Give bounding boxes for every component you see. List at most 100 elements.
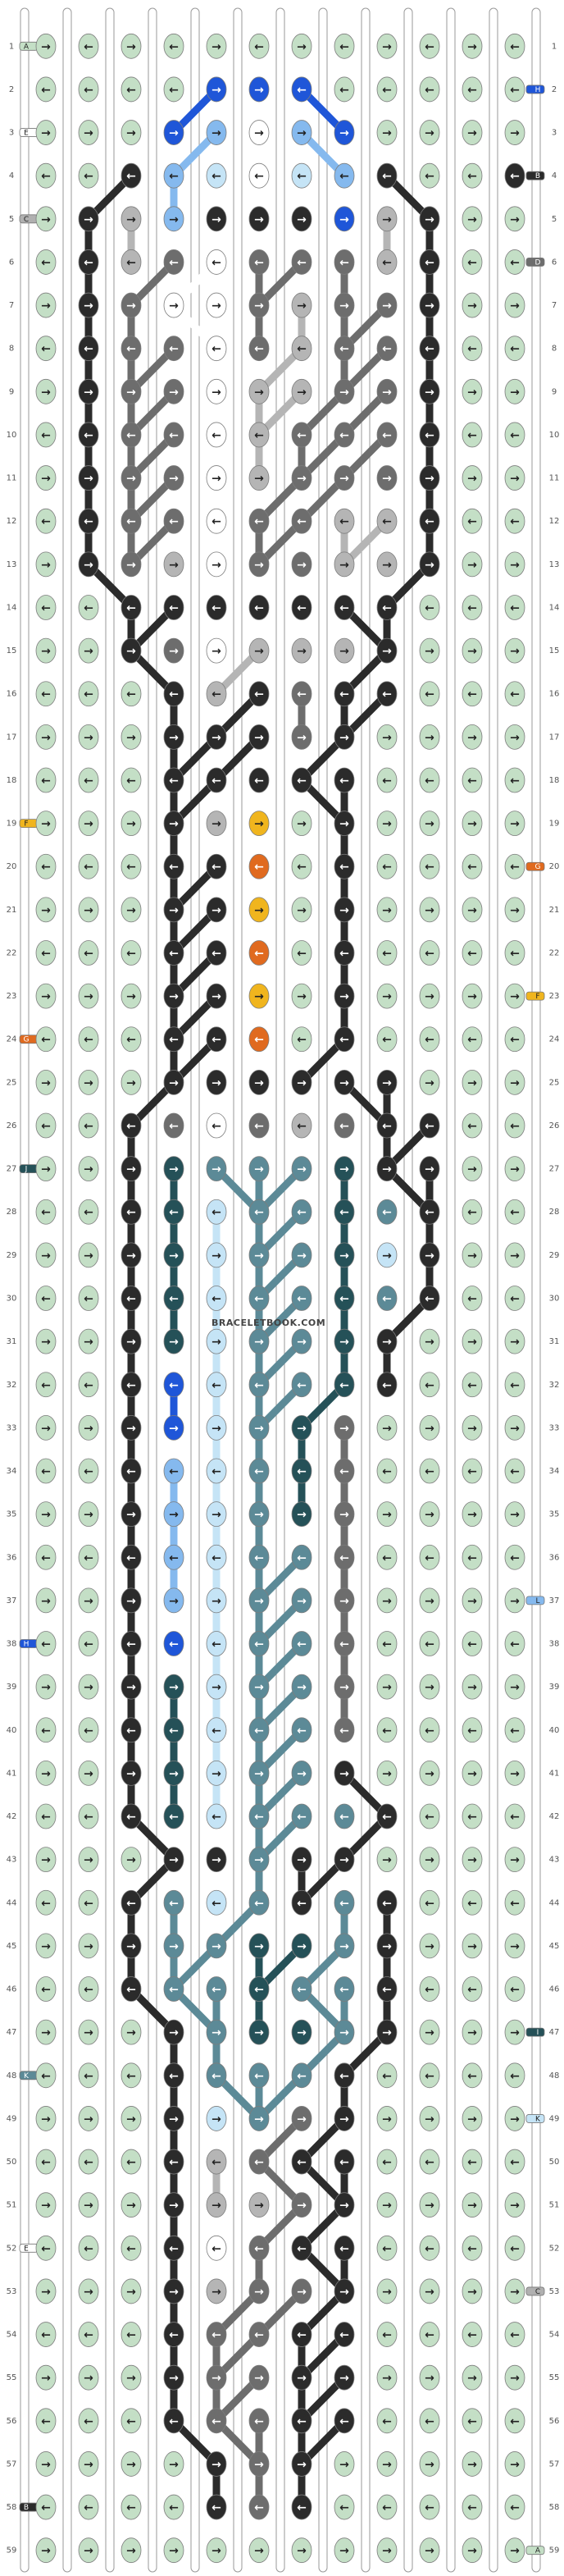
arrow-left-icon: ←	[467, 2070, 477, 2083]
knot: →	[163, 1328, 184, 1354]
arrow-left-icon: ←	[297, 1724, 307, 1738]
arrow-right-icon: →	[510, 2372, 520, 2385]
knot: ←	[248, 2235, 270, 2261]
knot: →	[334, 1414, 355, 1441]
arrow-left-icon: ←	[126, 688, 136, 701]
arrow-right-icon: →	[425, 1681, 434, 1694]
arrow-left-icon: ←	[467, 1811, 477, 1824]
arrow-right-icon: →	[84, 1076, 93, 1089]
knot: ←	[248, 508, 270, 534]
arrow-left-icon: ←	[382, 1551, 392, 1564]
knot: ←	[334, 2062, 355, 2089]
row-number-left: 11	[7, 474, 17, 483]
knot: ←	[78, 508, 99, 534]
knot: ←	[334, 76, 355, 103]
arrow-right-icon: →	[84, 1163, 93, 1176]
knot-oval	[419, 1501, 440, 1528]
arrow-left-icon: ←	[254, 2242, 264, 2255]
arrow-right-icon: →	[212, 1422, 221, 1435]
arrow-right-icon: →	[169, 1940, 179, 1953]
knot: →	[504, 983, 525, 1009]
knot: →	[121, 2537, 142, 2564]
arrow-right-icon: →	[212, 818, 221, 831]
knot: →	[504, 1847, 525, 1873]
knot: →	[78, 1674, 99, 1700]
arrow-right-icon: →	[254, 1854, 264, 1867]
arrow-left-icon: ←	[297, 1120, 307, 1133]
arrow-left-icon: ←	[297, 1811, 307, 1824]
knot-oval	[248, 1414, 270, 1441]
svg-text:L: L	[535, 1597, 539, 1605]
arrow-right-icon: →	[467, 645, 477, 658]
arrow-left-icon: ←	[212, 2415, 221, 2428]
knot-oval	[206, 1544, 227, 1570]
arrow-left-icon: ←	[339, 947, 349, 960]
knot-oval	[291, 1069, 312, 1095]
knot: →	[376, 120, 398, 145]
knot-oval	[35, 1889, 57, 1916]
arrow-left-icon: ←	[467, 861, 477, 874]
knot-oval	[206, 2106, 227, 2131]
knot-oval	[206, 637, 227, 664]
knot-oval	[78, 1976, 99, 2002]
arrow-left-icon: ←	[212, 170, 221, 183]
knot-oval	[376, 897, 398, 923]
arrow-right-icon: →	[169, 2026, 179, 2039]
arrow-right-icon: →	[382, 818, 392, 831]
knot: ←	[248, 2149, 270, 2175]
row-number-right: 9	[552, 387, 557, 396]
knot-oval	[248, 162, 270, 189]
knot: →	[419, 1069, 440, 1095]
knot-oval	[248, 1631, 270, 1656]
svg-text:C: C	[24, 216, 29, 224]
row-number-right: 19	[549, 820, 560, 829]
arrow-right-icon: →	[425, 1595, 434, 1608]
knot: ←	[163, 595, 184, 620]
knot: ←	[35, 2494, 57, 2520]
knot: →	[206, 2019, 227, 2045]
arrow-left-icon: ←	[212, 515, 221, 528]
arrow-left-icon: ←	[297, 1897, 307, 1910]
knot-oval	[504, 595, 525, 620]
knot-oval	[504, 1414, 525, 1441]
knot: →	[419, 378, 440, 404]
arrow-right-icon: →	[297, 731, 307, 744]
knot: ←	[334, 1286, 355, 1311]
knot: →	[121, 551, 142, 578]
knot: →	[291, 2192, 312, 2218]
arrow-left-icon: ←	[382, 343, 392, 356]
knot: ←	[35, 2408, 57, 2434]
arrow-right-icon: →	[339, 990, 349, 1003]
knot: ←	[291, 1026, 312, 1053]
arrow-right-icon: →	[297, 904, 307, 917]
arrow-left-icon: ←	[254, 429, 264, 442]
knot: ←	[462, 1199, 483, 1225]
arrow-right-icon: →	[126, 645, 136, 658]
arrow-left-icon: ←	[297, 84, 307, 97]
arrow-left-icon: ←	[84, 947, 93, 960]
knot: ←	[78, 1803, 99, 1829]
knot-oval	[504, 1156, 525, 1182]
knot: ←	[462, 1976, 483, 2002]
knot-oval	[504, 1976, 525, 2002]
arrow-left-icon: ←	[425, 688, 434, 701]
knot: →	[291, 206, 312, 232]
arrow-right-icon: →	[254, 299, 264, 313]
arrow-left-icon: ←	[41, 2329, 51, 2342]
row-number-left: 41	[7, 1769, 17, 1778]
knot-oval	[248, 1458, 270, 1484]
knot: →	[462, 551, 483, 578]
knot: →	[248, 897, 270, 923]
knot-oval	[334, 292, 355, 318]
knot: →	[248, 1933, 270, 1959]
knot: →	[206, 2106, 227, 2131]
knot: →	[248, 2364, 270, 2391]
knot: →	[78, 1847, 99, 1873]
arrow-right-icon: →	[297, 127, 307, 140]
knot: ←	[78, 767, 99, 793]
arrow-left-icon: ←	[169, 688, 179, 701]
arrow-left-icon: ←	[41, 515, 51, 528]
knot: →	[462, 2537, 483, 2564]
knot: →	[462, 1069, 483, 1095]
arrow-left-icon: ←	[382, 2329, 392, 2342]
